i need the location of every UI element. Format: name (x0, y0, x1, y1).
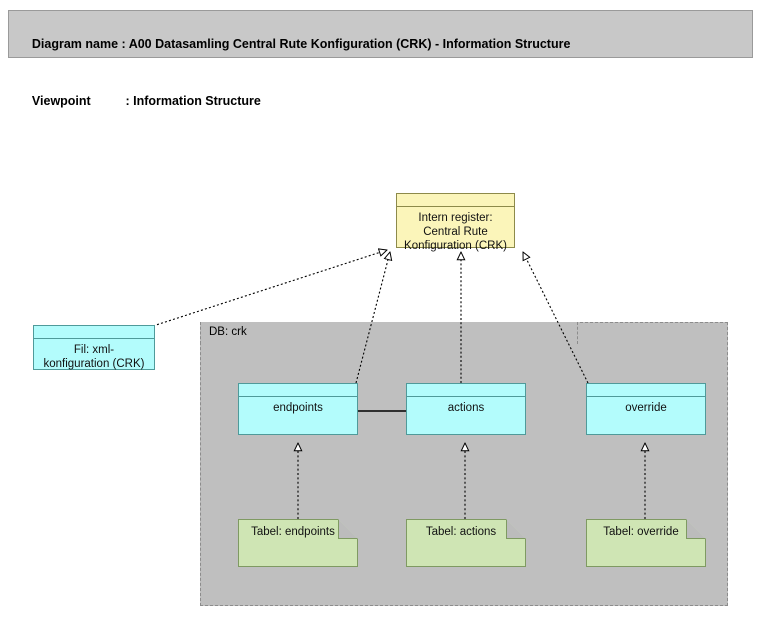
node-header-strip (34, 326, 154, 339)
diagram-header-banner: Diagram name : A00 Datasamling Central R… (8, 10, 753, 108)
node-header-strip (587, 384, 705, 397)
node-xml-file[interactable]: Fil: xml- konfiguration (CRK) (33, 325, 155, 370)
node-tabel-actions-label: Tabel: actions (425, 526, 497, 538)
node-header-strip (407, 384, 525, 397)
node-endpoints-label: endpoints (273, 402, 323, 414)
node-tabel-endpoints-label: Tabel: endpoints (251, 526, 335, 538)
node-actions-label: actions (447, 402, 485, 414)
viewpoint-value: Information Structure (133, 94, 261, 108)
viewpoint-label: Viewpoint (31, 94, 91, 108)
node-tabel-override-label: Tabel: override (603, 526, 679, 538)
node-tabel-actions[interactable]: Tabel: actions (406, 519, 526, 567)
node-tabel-endpoints[interactable]: Tabel: endpoints (238, 519, 358, 567)
viewpoint-line: Viewpoint : Information Structure (18, 73, 752, 130)
node-tabel-override[interactable]: Tabel: override (586, 519, 706, 567)
node-intern-register[interactable]: Intern register: Central Rute Konfigurat… (396, 193, 515, 252)
diagram-name-label: Diagram name (31, 37, 122, 51)
node-header-strip (397, 194, 514, 207)
node-xml-file-label: Fil: xml- konfiguration (CRK) (43, 344, 145, 370)
grouping-db-crk-fill (201, 322, 577, 343)
grouping-db-crk-label: DB: crk (209, 326, 247, 338)
relation-xmlfile-to-internregister (152, 250, 387, 327)
node-actions[interactable]: actions (406, 383, 526, 435)
viewpoint-separator: : (90, 94, 134, 108)
node-endpoints[interactable]: endpoints (238, 383, 358, 435)
diagram-name-separator: : (121, 37, 129, 51)
node-override[interactable]: override (586, 383, 706, 435)
diagram-name-line: Diagram name : A00 Datasamling Central R… (18, 16, 752, 73)
diagram-name-value: A00 Datasamling Central Rute Konfigurati… (128, 37, 571, 51)
node-header-strip (239, 384, 357, 397)
node-intern-register-label: Intern register: Central Rute Konfigurat… (404, 212, 507, 252)
node-override-label: override (625, 402, 667, 414)
